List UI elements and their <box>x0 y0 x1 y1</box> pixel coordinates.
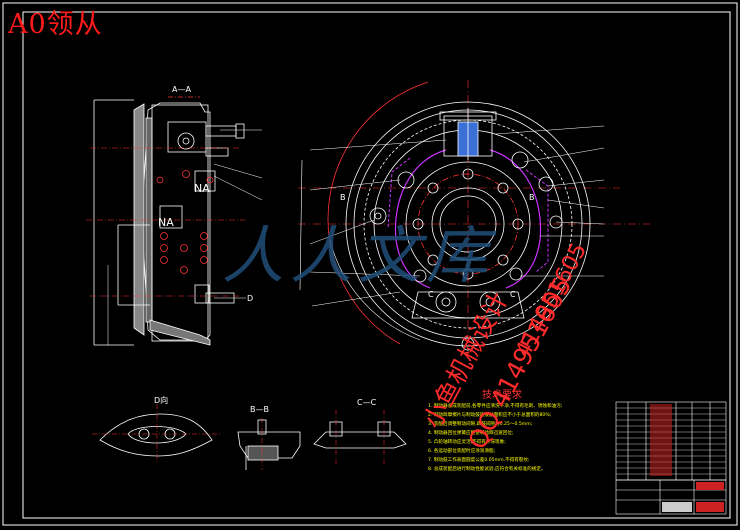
view-d-label: D向 <box>154 396 169 405</box>
front-view <box>298 80 650 355</box>
section-cc-label: C—C <box>357 398 377 407</box>
detail-cc-view <box>313 410 407 464</box>
tech-note: 2. 制动蹄摩擦片与制动鼓的接触面积应不小于总面积的80%; <box>428 413 552 418</box>
parts-list-table <box>615 401 727 481</box>
view-letter-c-left: C <box>428 290 434 299</box>
brake-shoe-right <box>489 149 542 289</box>
aa-leader-lines <box>213 129 263 299</box>
tech-note: 7. 制动鼓工作表面圆度公差0.05mm,不得有裂纹; <box>428 458 530 463</box>
view-letter-d: D <box>247 294 254 303</box>
detail-d-view <box>92 404 222 464</box>
tech-note: 1. 制动器总成装配前,各零件应清洗干净,不得有毛刺、锈蚀和油污; <box>428 404 563 409</box>
section-aa-label: A—A <box>172 85 191 94</box>
section-aa-view: NA NA <box>86 96 263 346</box>
mark-na-lower: NA <box>158 216 174 229</box>
tech-requirements-notes: 1. 制动器总成装配前,各零件应清洗干净,不得有毛刺、锈蚀和油污; 2. 制动蹄… <box>428 402 628 474</box>
hub-bolt-holes <box>412 168 524 280</box>
bolt-hole-pattern <box>156 170 214 274</box>
section-bb-label: B—B <box>250 405 269 414</box>
inner-frame <box>22 11 731 519</box>
tech-note: 4. 制动器回位弹簧应能使制动蹄迅速回位; <box>428 431 514 436</box>
tech-requirements-title: 技术要求 <box>482 390 522 401</box>
tech-note: 6. 各运动部位装配时应涂润滑脂; <box>428 449 496 454</box>
view-letter-c-right: C <box>510 290 516 299</box>
title-block <box>615 479 727 515</box>
mark-na-upper: NA <box>194 182 210 195</box>
view-letter-b-right: B <box>529 193 535 202</box>
site-watermark: 人人文库 <box>222 219 495 292</box>
anchor-pins <box>411 291 525 351</box>
detail-bb-view <box>237 418 301 470</box>
tech-note: 8. 总成装配后进行制动性能试验,应符合有关标准的规定。 <box>428 467 546 472</box>
front-leader-lines <box>309 125 605 307</box>
drawing-size-title: A0领从 <box>8 9 103 40</box>
tech-note: 5. 凸轮轴转动应灵活,不得有卡滞现象; <box>428 440 506 445</box>
tech-note: 3. 装配后调整制动间隙,蹄鼓间隙为0.25～0.5mm; <box>428 422 533 427</box>
view-letter-b-left: B <box>340 193 346 202</box>
